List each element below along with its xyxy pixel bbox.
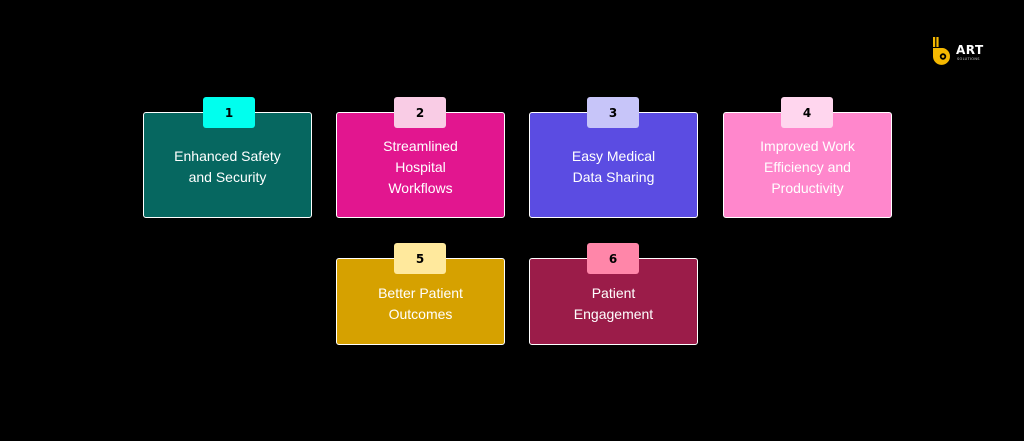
brand-logo-icon — [933, 37, 950, 65]
brand-tagline: SOLUTIONS — [957, 57, 980, 61]
benefit-card-1: Enhanced Safety and Security — [143, 112, 312, 218]
benefit-card-label: Enhanced Safety and Security — [174, 148, 281, 185]
benefit-number-badge-6: 6 — [587, 243, 639, 274]
brand-logo: ART SOLUTIONS — [930, 36, 996, 66]
benefit-card-label: Patient Engagement — [573, 284, 654, 322]
benefit-card-4: Improved Work Efficiency and Productivit… — [723, 112, 892, 218]
benefit-number-badge-5: 5 — [394, 243, 446, 274]
benefit-number-badge-1: 1 — [203, 97, 255, 128]
benefit-number-badge-3: 3 — [587, 97, 639, 128]
benefit-card-label: Easy Medical Data Sharing — [571, 148, 656, 185]
benefit-card-label: Streamlined Hospital Workflows — [383, 137, 458, 196]
benefit-card-label: Improved Work Efficiency and Productivit… — [760, 137, 855, 196]
benefit-number-badge-4: 4 — [781, 97, 833, 128]
benefit-card-label: Better Patient Outcomes — [378, 284, 463, 322]
brand-name: ART — [956, 43, 984, 57]
benefit-number-badge-2: 2 — [394, 97, 446, 128]
